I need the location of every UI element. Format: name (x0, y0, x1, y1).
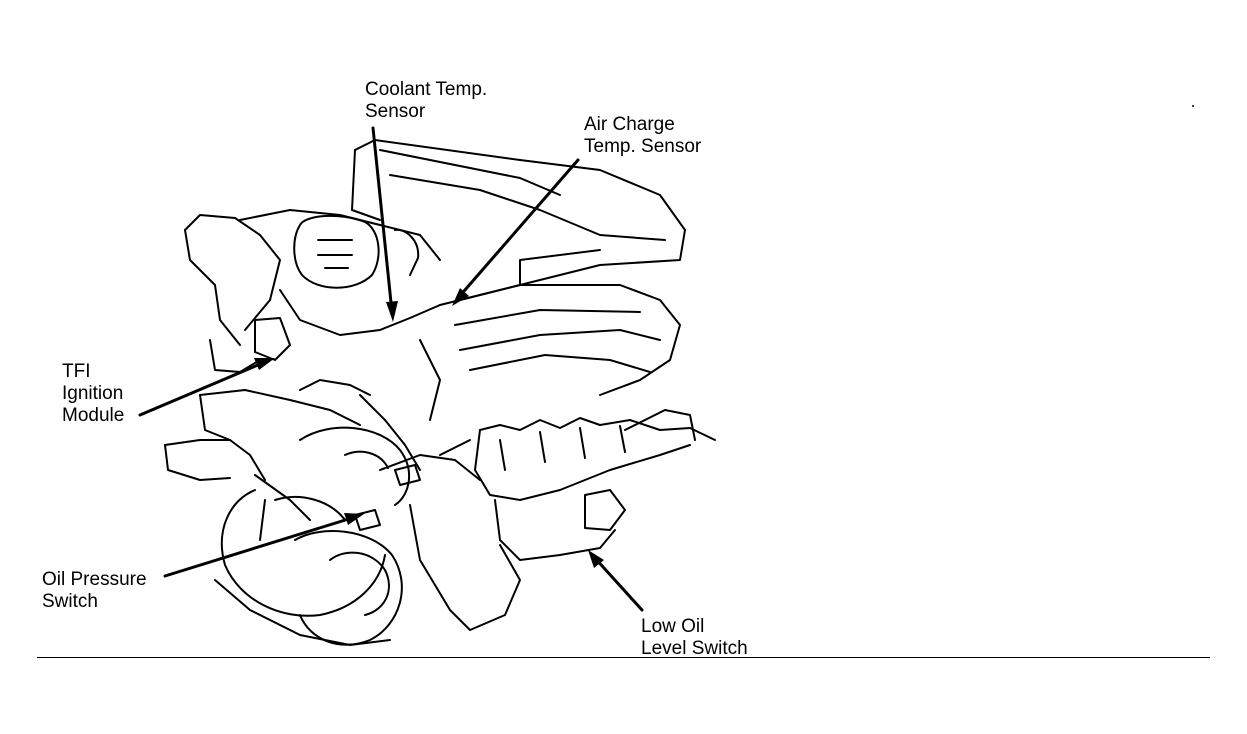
low-oil-label-line-2: Level Switch (641, 638, 748, 657)
oil-pressure-label-line-2: Switch (42, 591, 98, 612)
air-charge-leader-line (456, 158, 580, 300)
tfi-label-line-1: TFI (62, 361, 91, 382)
bottom-rule (37, 657, 1210, 658)
oil-pressure-leader-line (163, 515, 357, 578)
air-charge-label-line-2: Temp. Sensor (584, 136, 702, 157)
air-charge-label-line-1: Air Charge (584, 114, 675, 135)
stray-dot (1192, 105, 1194, 107)
low-oil-arrowhead (588, 550, 604, 568)
oil-pressure-switch-label: Oil Pressure Switch (42, 569, 147, 613)
engine-illustration (164, 139, 716, 646)
oil-pressure-label-line-1: Oil Pressure (42, 569, 147, 590)
tfi-arrowhead (254, 358, 275, 370)
coolant-leader-line (371, 126, 394, 314)
low-oil-leader-line (592, 555, 644, 612)
tfi-label-line-3: Module (62, 405, 125, 426)
tfi-label-line-2: Ignition (62, 383, 124, 404)
coolant-label-line-2: Sensor (365, 101, 426, 122)
tfi-ignition-module-label: TFI Ignition Module (62, 361, 124, 427)
oil-pressure-arrowhead (344, 513, 364, 525)
coolant-temp-sensor-label: Coolant Temp. Sensor (365, 79, 487, 123)
air-charge-temp-sensor-label: Air Charge Temp. Sensor (584, 114, 701, 158)
low-oil-label-line-1: Low Oil (641, 616, 705, 637)
leader-arrows (138, 126, 644, 612)
low-oil-level-switch-label: Low Oil Level Switch (641, 616, 748, 657)
tfi-leader-line (138, 360, 267, 417)
coolant-arrowhead (386, 301, 398, 322)
air-charge-arrowhead (452, 288, 469, 306)
coolant-label-line-1: Coolant Temp. (365, 79, 488, 100)
